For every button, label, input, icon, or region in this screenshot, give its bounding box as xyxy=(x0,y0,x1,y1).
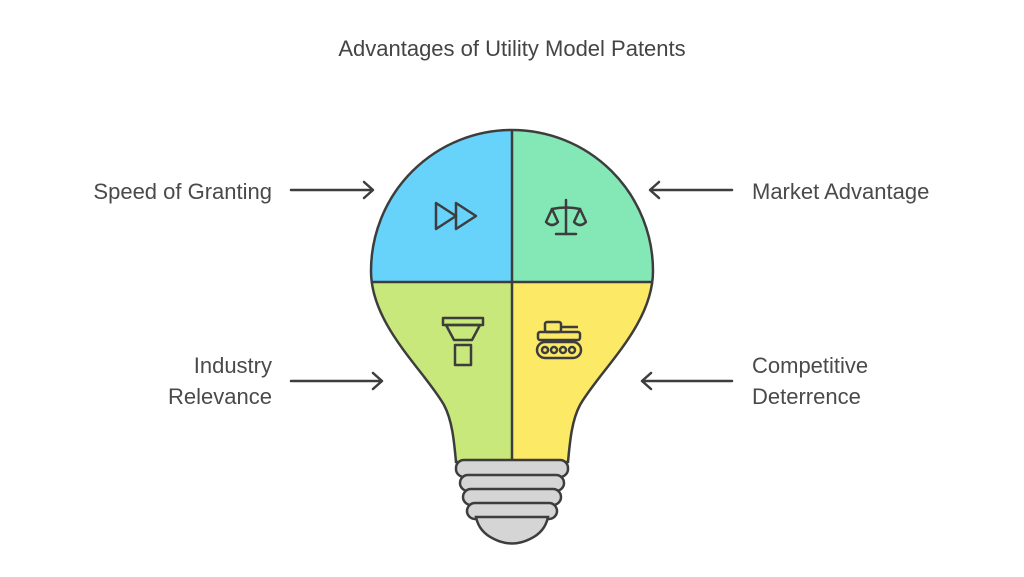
diagram-title: Advantages of Utility Model Patents xyxy=(338,36,686,61)
bulb-screw-base xyxy=(454,458,570,545)
label-competitive-deterrence: Competitive Deterrence xyxy=(752,350,1004,412)
label-market-advantage: Market Advantage xyxy=(752,176,1004,207)
quadrant-market-advantage xyxy=(512,130,653,282)
label-line: Competitive xyxy=(752,353,869,378)
label-line: Market Advantage xyxy=(752,179,930,204)
label-line: Speed of Granting xyxy=(93,179,272,204)
fast-forward-icon xyxy=(434,201,478,231)
balance-scale-icon xyxy=(544,198,588,236)
quadrant-dividers xyxy=(371,130,653,462)
funnel-filter-icon xyxy=(441,316,485,367)
arrow-market-advantage xyxy=(648,180,734,200)
quadrant-industry-relevance xyxy=(371,282,512,462)
label-line: Deterrence xyxy=(752,384,861,409)
tank-icon xyxy=(535,320,583,360)
label-speed-of-granting: Speed of Granting xyxy=(20,176,272,207)
label-line: Relevance xyxy=(168,384,272,409)
quadrant-competitive-deterrence xyxy=(512,282,653,462)
label-line: Industry xyxy=(193,353,272,378)
label-industry-relevance: Industry Relevance xyxy=(20,350,272,412)
arrow-competitive-deterrence xyxy=(640,371,734,391)
quadrant-speed-of-granting xyxy=(371,130,512,282)
arrow-speed-of-granting xyxy=(289,180,375,200)
arrow-industry-relevance xyxy=(289,371,384,391)
